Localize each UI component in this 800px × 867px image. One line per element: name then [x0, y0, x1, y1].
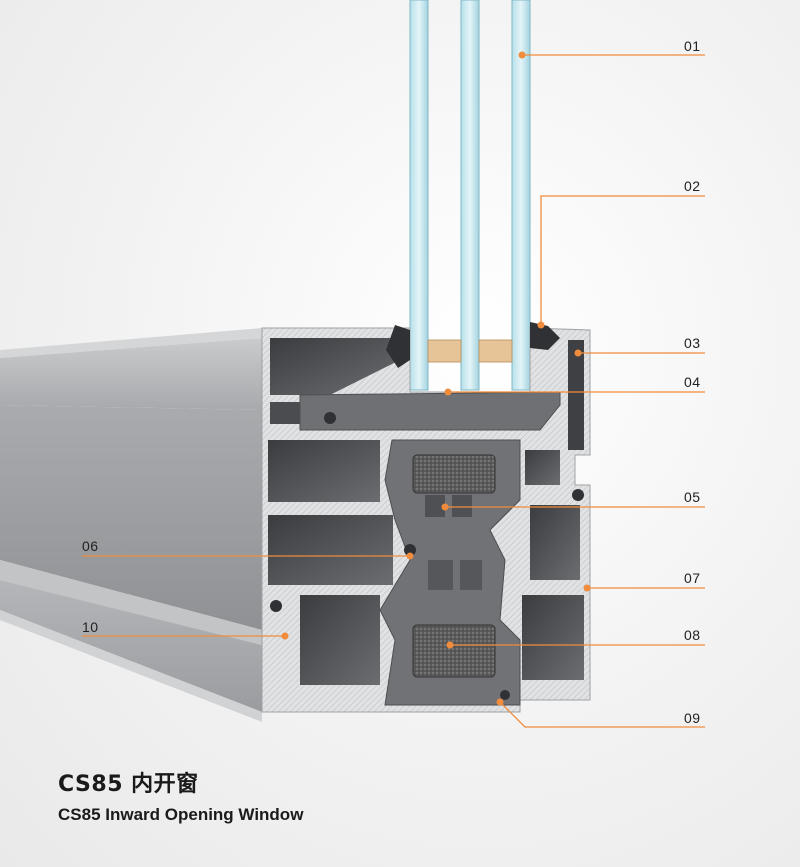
gasket-glass-outer — [530, 322, 560, 350]
frame-left-chamber-2 — [268, 515, 393, 585]
leader-dot-01 — [518, 51, 526, 59]
insulation-foam-lower — [412, 624, 496, 678]
thermal-break-center-cell-2 — [452, 495, 472, 517]
callout-label-08: 08 — [684, 627, 701, 643]
frame-right-chamber-1 — [525, 450, 560, 485]
leader-dot-04 — [444, 388, 452, 396]
gasket-bottom — [500, 690, 510, 700]
callout-label-06: 06 — [82, 538, 99, 554]
frame-right-chamber-2 — [530, 505, 580, 580]
callout-label-05: 05 — [684, 489, 701, 505]
glass-pane-1 — [409, 0, 429, 391]
leader-dot-05 — [441, 503, 449, 511]
glazing-bead-chamber — [568, 340, 584, 450]
gasket-glass-inner — [386, 325, 410, 368]
leader-dot-03 — [574, 349, 582, 357]
frame-right-chamber-3 — [522, 595, 584, 680]
glass-spacer-1 — [427, 339, 462, 363]
profile-step-face — [0, 610, 262, 722]
callout-label-10: 10 — [82, 619, 99, 635]
title-chinese: CS85 内开窗 — [58, 772, 199, 797]
callout-label-07: 07 — [684, 570, 701, 586]
leader-dot-08 — [446, 641, 454, 649]
gasket-sash — [324, 412, 336, 424]
gasket-frame-left — [270, 600, 282, 612]
profile-top-face — [0, 328, 262, 358]
leader-dot-10 — [281, 632, 289, 640]
leader-dot-06 — [406, 552, 414, 560]
callout-label-03: 03 — [684, 335, 701, 351]
thermal-break-upper — [299, 391, 561, 431]
profile-mid-face — [0, 405, 262, 630]
insulation-foam-upper — [412, 454, 496, 494]
gasket-frame-center — [404, 544, 416, 556]
callout-label-04: 04 — [684, 374, 701, 390]
callout-label-02: 02 — [684, 178, 701, 194]
glass-pane-3 — [511, 0, 531, 391]
leader-dot-09 — [496, 698, 504, 706]
profile-upper-face — [0, 338, 262, 410]
sash-top-chamber — [270, 338, 400, 395]
leader-dot-07 — [583, 584, 591, 592]
profile-bottom-face — [0, 580, 262, 712]
leader-lines — [82, 54, 705, 728]
callout-label-01: 01 — [684, 38, 701, 54]
leader-dot-02 — [537, 321, 545, 329]
glass-spacer-2 — [478, 339, 513, 363]
title-english: CS85 Inward Opening Window — [58, 805, 304, 824]
frame-left-chamber-1 — [268, 440, 380, 502]
gasket-frame-right — [572, 489, 584, 501]
frame-left-chamber-3 — [300, 595, 380, 685]
glass-pane-2 — [460, 0, 480, 391]
profile-lower-face — [0, 560, 262, 645]
thermal-break-center-cell-1 — [425, 495, 445, 517]
thermal-break-center-cell-4 — [460, 560, 482, 590]
callout-label-09: 09 — [684, 710, 701, 726]
thermal-break-center-cell-3 — [428, 560, 453, 590]
leader-dots — [281, 51, 591, 706]
